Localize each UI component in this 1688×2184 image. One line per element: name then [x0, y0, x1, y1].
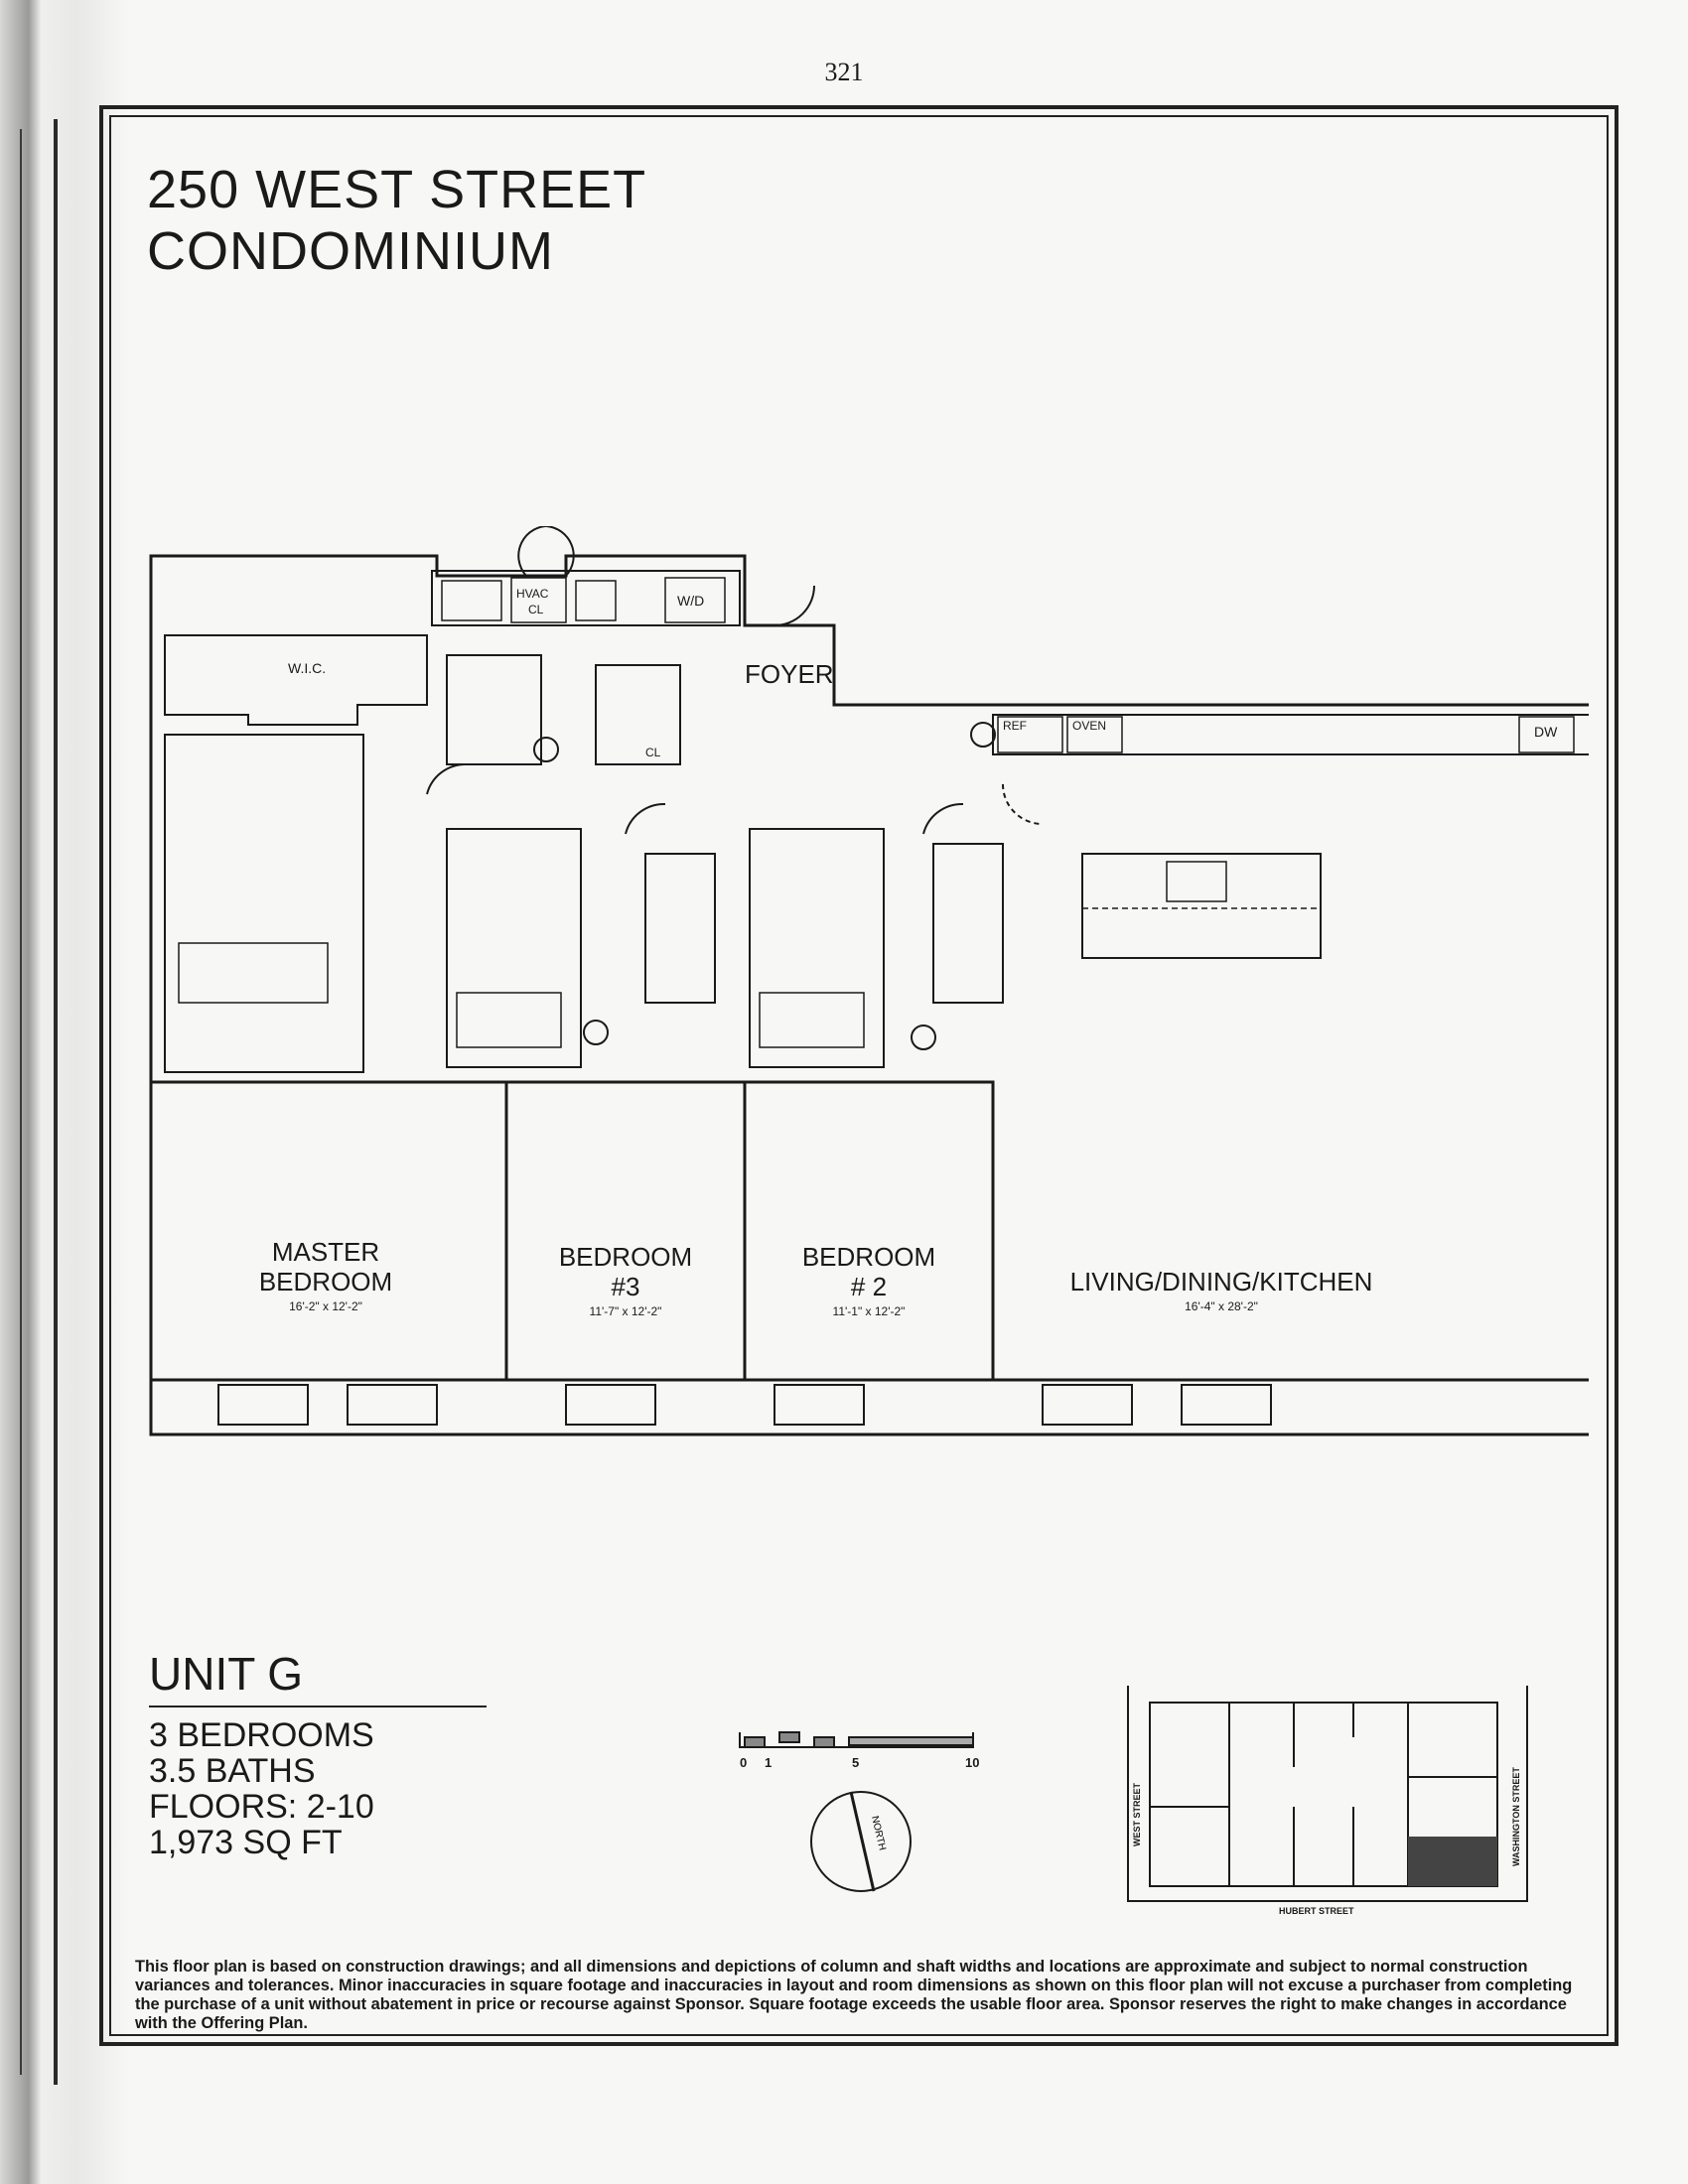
unit-floors: FLOORS: 2-10: [149, 1788, 374, 1826]
disclaimer-text: This floor plan is based on construction…: [135, 1958, 1573, 2032]
foyer-closet: [595, 664, 681, 765]
page-frame-outer: [99, 105, 1618, 2046]
label-bed2-2: # 2: [851, 1272, 887, 1301]
kitchen-counter: [992, 714, 1589, 755]
unit-baths: 3.5 BATHS: [149, 1752, 316, 1790]
street-washington: WASHINGTON STREET: [1511, 1767, 1521, 1866]
closet-3: [644, 853, 716, 1004]
unit-g-highlight: [1408, 1837, 1497, 1886]
unit-summary: UNIT G 3 BEDROOMS 3.5 BATHS FLOORS: 2-10…: [149, 1648, 487, 1860]
label-hvac-cl: CL: [528, 603, 544, 616]
refrigerator: [997, 716, 1063, 753]
scale-tick-5: 5: [852, 1755, 859, 1770]
label-wd: W/D: [677, 593, 704, 609]
label-ref: REF: [1003, 719, 1027, 733]
wd-closet: [664, 577, 726, 623]
page-number: 321: [824, 58, 864, 86]
oven: [1066, 716, 1123, 753]
columns: [533, 722, 996, 1050]
utility-closets: [431, 570, 741, 626]
label-bed3-2: #3: [612, 1272, 640, 1301]
label-bed2-dims: 11'-1" x 12'-2": [833, 1304, 906, 1318]
unit-area: 1,973 SQ FT: [149, 1824, 343, 1861]
binding-edge-line: [20, 129, 22, 2075]
north-label: NORTH: [869, 1815, 888, 1851]
street-west: WEST STREET: [1132, 1782, 1142, 1846]
label-master-1: MASTER: [272, 1237, 379, 1267]
scale-tick-0: 0: [740, 1755, 747, 1770]
label-master-dims: 16'-2" x 12'-2": [289, 1299, 362, 1313]
label-bed3-1: BEDROOM: [559, 1242, 692, 1272]
floor-plan: W.I.C. HVAC CL W/D FOYER CL REF OVEN DW …: [149, 526, 1589, 1436]
binding-spine-line: [54, 119, 58, 2085]
label-living: LIVING/DINING/KITCHEN: [1070, 1267, 1373, 1297]
unit-bedrooms: 3 BEDROOMS: [149, 1716, 374, 1754]
label-bed2-1: BEDROOM: [802, 1242, 935, 1272]
label-master-2: BEDROOM: [259, 1267, 392, 1297]
label-hvac: HVAC: [516, 587, 549, 601]
bedroom-walls: [151, 1080, 1589, 1382]
title-line-1: 250 WEST STREET: [147, 160, 647, 219]
dishwasher: [1518, 716, 1575, 753]
label-foyer: FOYER: [745, 659, 834, 689]
title-line-2: CONDOMINIUM: [147, 221, 554, 281]
hvac-closet: [510, 577, 567, 623]
bath-2: [749, 828, 885, 1068]
kitchen-island: [1081, 853, 1322, 959]
windows: [217, 1384, 1272, 1426]
label-oven: OVEN: [1072, 719, 1106, 733]
wic-room: [164, 634, 428, 726]
master-bath: [164, 734, 364, 1073]
label-wic: W.I.C.: [288, 660, 326, 676]
page-frame-inner: [109, 115, 1609, 2036]
scale-tick-1: 1: [765, 1755, 772, 1770]
unit-name: UNIT G: [149, 1648, 304, 1700]
street-hubert: HUBERT STREET: [1279, 1906, 1354, 1916]
label-bed3-dims: 11'-7" x 12'-2": [590, 1304, 662, 1318]
door-swings: [426, 526, 1044, 835]
page-title: 250 WEST STREET CONDOMINIUM: [147, 159, 646, 282]
key-plan: WEST STREET WASHINGTON STREET HUBERT STR…: [1127, 1686, 1528, 1916]
bath-3: [446, 828, 582, 1068]
closet-2: [932, 843, 1004, 1004]
label-living-dims: 16'-4" x 28'-2": [1185, 1299, 1258, 1313]
north-arrow: NORTH: [810, 1791, 912, 1892]
label-dw: DW: [1534, 724, 1558, 740]
powder-room: [446, 654, 542, 765]
plan-outer-wall: [149, 554, 1589, 1436]
scale-tick-10: 10: [965, 1755, 979, 1770]
unit-underline: [149, 1706, 487, 1707]
scale-bar: 0 1 5 10: [739, 1731, 979, 1770]
label-closet: CL: [645, 746, 661, 759]
